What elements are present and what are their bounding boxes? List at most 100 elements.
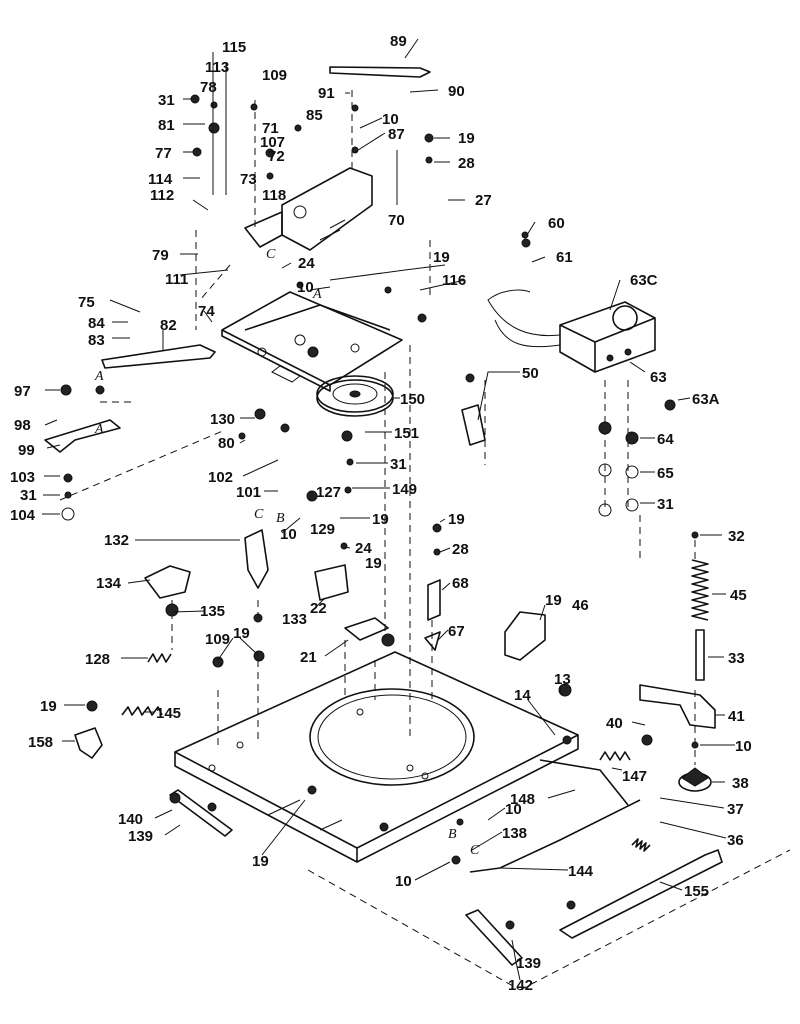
callout-61: 61 [556,249,573,266]
callout-72: 72 [268,148,285,165]
callout-129: 129 [310,521,335,538]
cam-132 [244,529,269,589]
callout-87: 87 [388,126,405,143]
plate-50 [461,404,486,446]
callout-115: 115 [222,39,246,56]
callout-10: 10 [735,738,752,755]
arm-139 [169,789,233,837]
motor-assembly [487,289,656,373]
callout-150: 150 [400,391,425,408]
callout-22: 22 [310,600,327,617]
cam-134 [144,565,191,599]
ref-letter: C [254,507,264,522]
callout-102: 102 [208,469,233,486]
callout-104: 104 [10,507,36,524]
spring-145 [121,706,163,716]
callout-21: 21 [300,649,317,666]
callout-113: 113 [205,59,229,76]
callout-19: 19 [372,511,389,528]
callout-67: 67 [448,623,465,640]
callout-31: 31 [158,92,175,109]
upper-chassis-plate [221,291,403,392]
callout-60: 60 [548,215,565,232]
callout-19: 19 [448,511,465,528]
callout-73: 73 [240,171,257,188]
callout-24: 24 [298,255,315,272]
callout-10: 10 [395,873,412,890]
callout-74: 74 [198,303,215,320]
callout-101: 101 [236,484,261,501]
callout-84: 84 [88,315,105,332]
callout-19: 19 [252,853,269,870]
callout-81: 81 [158,117,175,134]
callout-79: 79 [152,247,169,264]
callout-132: 132 [104,532,129,549]
fasteners [60,94,699,930]
callout-99: 99 [18,442,35,459]
lever-arm-82 [101,344,216,369]
callout-147: 147 [622,768,647,785]
callout-19: 19 [233,625,250,642]
callout-71: 71 [262,120,279,137]
callout-64: 64 [657,431,674,448]
callout-19: 19 [365,555,382,572]
spring-36 [631,838,651,852]
bracket-41 [639,684,716,729]
shaft-33 [695,629,705,681]
callout-63a: 63A [692,391,720,408]
callout-109: 109 [205,631,230,648]
callout-40: 40 [606,715,623,732]
callout-labels: 115 113 109 89 91 90 31 78 85 10 81 71 1… [10,33,752,994]
callout-134: 134 [96,575,122,592]
callout-139: 139 [516,955,541,972]
callout-85: 85 [306,107,323,124]
slide-arm-89 [329,66,431,78]
callout-19: 19 [545,592,562,609]
callout-91: 91 [318,85,335,102]
callout-32: 32 [728,528,745,545]
callout-31: 31 [657,496,674,513]
callout-65: 65 [657,465,674,482]
ref-letter: C [266,247,276,262]
callout-28: 28 [458,155,475,172]
bracket-68 [427,579,441,621]
callout-10: 10 [382,111,399,128]
callout-19: 19 [40,698,57,715]
long-arm-155 [559,849,723,939]
callout-114: 114 [148,171,173,188]
callout-27: 27 [475,192,492,209]
lever-99 [44,419,121,453]
callout-97: 97 [14,383,31,400]
callout-145: 145 [156,705,181,722]
callout-130: 130 [210,411,235,428]
callout-103: 103 [10,469,35,486]
callout-118: 118 [262,187,286,204]
callout-151: 151 [394,425,419,442]
spring-128 [147,653,172,663]
assembly-guide-lines [59,90,791,991]
callout-109: 109 [262,67,287,84]
bracket-158 [74,727,103,759]
callout-10: 10 [297,279,314,296]
callout-128: 128 [85,651,110,668]
ref-letter: A [312,287,322,302]
callout-135: 135 [200,603,225,620]
callout-140: 140 [118,811,143,828]
callout-31: 31 [390,456,407,473]
callout-133: 133 [282,611,307,628]
callout-139: 139 [128,828,153,845]
callout-75: 75 [78,294,95,311]
callout-158: 158 [28,734,53,751]
callout-10: 10 [280,526,297,543]
callout-13: 13 [554,671,571,688]
callout-127: 127 [316,484,341,501]
callout-80: 80 [218,435,235,452]
callout-14: 14 [514,687,531,704]
callout-50: 50 [522,365,539,382]
callout-116: 116 [442,272,466,289]
callout-98: 98 [14,417,31,434]
base-plate [174,651,579,863]
callout-148: 148 [510,791,535,808]
callout-31: 31 [20,487,37,504]
